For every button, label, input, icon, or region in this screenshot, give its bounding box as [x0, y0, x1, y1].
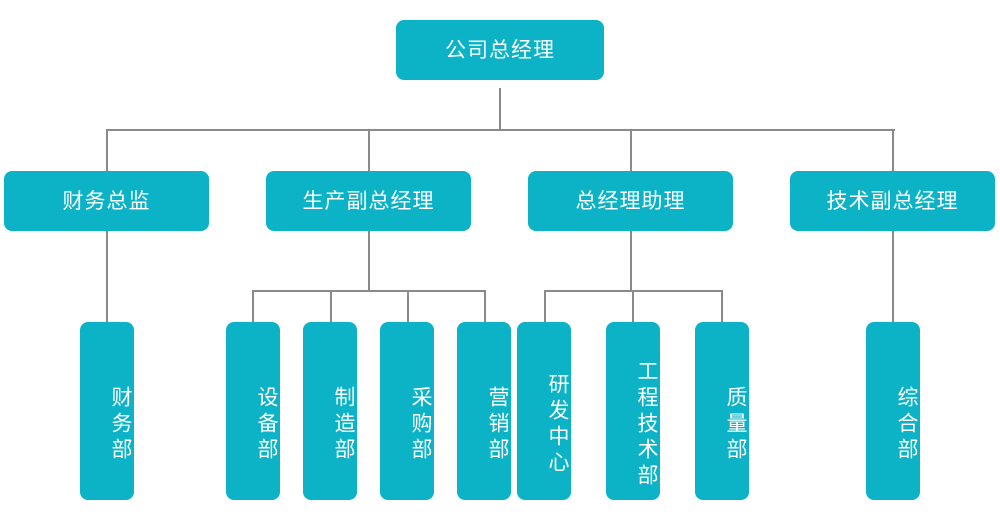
connector-drop-purchasing	[407, 290, 409, 323]
connector-drop-manufacturing	[330, 290, 332, 323]
connector-drop-production	[368, 129, 370, 172]
node-label: 设备部	[255, 386, 279, 464]
connector-drop-assistant	[630, 129, 632, 172]
connector-level2-bus	[107, 129, 895, 131]
node-label: 财务总监	[62, 188, 151, 213]
connector-assistant-bus	[545, 290, 723, 292]
node-marketing-dept[interactable]: 营销部	[457, 322, 511, 500]
node-manufacturing-dept[interactable]: 制造部	[303, 322, 357, 500]
connector-finance-stem	[106, 229, 108, 323]
node-label: 制造部	[332, 386, 356, 464]
connector-drop-quality	[721, 290, 723, 323]
node-rnd-center[interactable]: 研发中心	[517, 322, 571, 500]
node-label: 公司总经理	[445, 37, 555, 62]
node-label: 采购部	[409, 386, 433, 464]
connector-drop-engineering	[632, 290, 634, 323]
node-general-manager[interactable]: 公司总经理	[396, 20, 604, 80]
node-label: 财务部	[109, 386, 133, 464]
node-label: 总经理助理	[575, 188, 686, 213]
node-production-vp[interactable]: 生产副总经理	[266, 171, 471, 231]
node-finance-director[interactable]: 财务总监	[4, 171, 209, 231]
node-quality-dept[interactable]: 质量部	[695, 322, 749, 500]
node-gm-assistant[interactable]: 总经理助理	[528, 171, 733, 231]
node-technology-vp[interactable]: 技术副总经理	[790, 171, 995, 231]
node-equipment-dept[interactable]: 设备部	[226, 322, 280, 500]
node-finance-dept[interactable]: 财务部	[80, 322, 134, 500]
connector-drop-technology	[892, 129, 894, 172]
connector-drop-rnd	[544, 290, 546, 323]
node-general-affairs-dept[interactable]: 综合部	[866, 322, 920, 500]
connector-production-bus	[253, 290, 486, 292]
node-label: 技术副总经理	[826, 188, 959, 213]
connector-drop-marketing	[484, 290, 486, 323]
node-label: 生产副总经理	[302, 188, 435, 213]
connector-root-stem	[499, 88, 501, 130]
connector-technology-stem	[892, 229, 894, 323]
connector-drop-finance	[106, 129, 108, 172]
node-purchasing-dept[interactable]: 采购部	[380, 322, 434, 500]
connector-drop-equipment	[252, 290, 254, 323]
connector-assistant-stem	[630, 229, 632, 291]
node-engineering-dept[interactable]: 工程技术部	[606, 322, 660, 500]
connector-production-stem	[368, 229, 370, 291]
node-label: 研发中心	[546, 373, 570, 477]
node-label: 工程技术部	[635, 360, 659, 490]
node-label: 营销部	[486, 386, 510, 464]
node-label: 综合部	[895, 386, 919, 464]
node-label: 质量部	[724, 386, 748, 464]
